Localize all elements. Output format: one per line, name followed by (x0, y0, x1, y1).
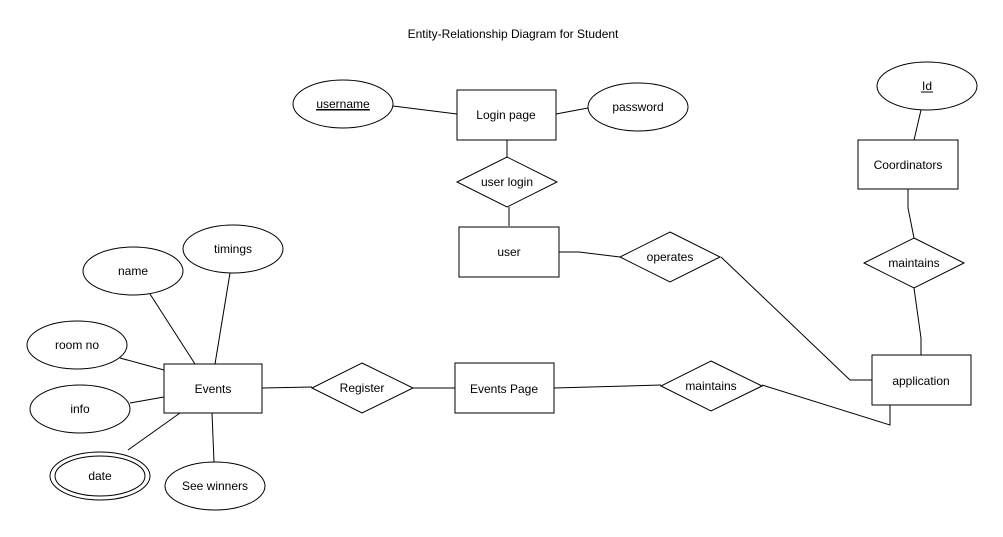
attribute-label: Id (922, 79, 932, 93)
relationship-user-login[interactable]: user login (455, 156, 559, 208)
attribute-date-multivalued[interactable]: date (49, 451, 151, 501)
diagram-title: Entity-Relationship Diagram for Student (408, 27, 619, 41)
relationship-label: user login (481, 175, 533, 189)
entity-user[interactable]: user (458, 226, 560, 278)
entity-label: Login page (476, 108, 536, 122)
entity-coordinators[interactable]: Coordinators (857, 139, 959, 190)
relationship-label: operates (647, 250, 694, 264)
edge-timings-events (214, 272, 231, 365)
entity-application[interactable]: application (871, 354, 972, 406)
attribute-name[interactable]: name (82, 246, 184, 296)
edge-date-events (127, 412, 181, 451)
edge-loginpage-password (555, 107, 589, 115)
entity-label: Events (195, 382, 232, 396)
edge-user-operates (559, 251, 621, 258)
attribute-info[interactable]: info (29, 384, 131, 434)
relationship-label: maintains (685, 379, 736, 393)
entity-events-page[interactable]: Events Page (454, 362, 555, 414)
attribute-label: name (118, 264, 148, 278)
edge-username-loginpage (392, 105, 458, 115)
edge-maintains-application (913, 287, 922, 355)
attribute-username[interactable]: username (292, 79, 394, 129)
edge-operates-application (720, 256, 872, 381)
edge-coordinators-maintains (907, 189, 915, 239)
attribute-id[interactable]: Id (876, 61, 978, 111)
attribute-password[interactable]: password (587, 82, 689, 132)
attribute-label: date (88, 469, 112, 483)
edge-info-events (129, 396, 165, 404)
attribute-label: room no (55, 338, 99, 352)
connectors (119, 105, 922, 463)
edge-seewinners-events (211, 412, 215, 463)
relationship-operates[interactable]: operates (618, 231, 722, 283)
entity-label: Coordinators (874, 158, 943, 172)
edge-maintains-application-2 (761, 384, 891, 426)
attribute-label: username (316, 97, 370, 111)
entity-label: user (497, 245, 520, 259)
attribute-timings[interactable]: timings (182, 224, 284, 274)
attribute-label: See winners (182, 479, 248, 493)
relationship-maintains-coordinators[interactable]: maintains (862, 237, 966, 289)
attribute-label: info (70, 402, 90, 416)
edge-name-events (149, 293, 196, 365)
relationship-maintains-events[interactable]: maintains (659, 360, 764, 412)
attribute-label: timings (214, 242, 252, 256)
relationship-register[interactable]: Register (310, 362, 415, 414)
edge-eventspage-maintains (553, 384, 662, 389)
entity-login-page[interactable]: Login page (456, 89, 557, 141)
edge-id-coordinators (913, 109, 922, 141)
attribute-room-no[interactable]: room no (26, 320, 128, 370)
edge-events-register (261, 386, 313, 389)
entity-events[interactable]: Events (163, 363, 263, 414)
attribute-see-winners[interactable]: See winners (164, 461, 266, 511)
entity-label: application (892, 374, 949, 388)
relationship-label: maintains (888, 256, 939, 270)
attribute-label: password (612, 100, 663, 114)
entity-label: Events Page (470, 382, 538, 396)
edge-roomno-events (119, 357, 165, 371)
relationship-label: Register (340, 381, 385, 395)
